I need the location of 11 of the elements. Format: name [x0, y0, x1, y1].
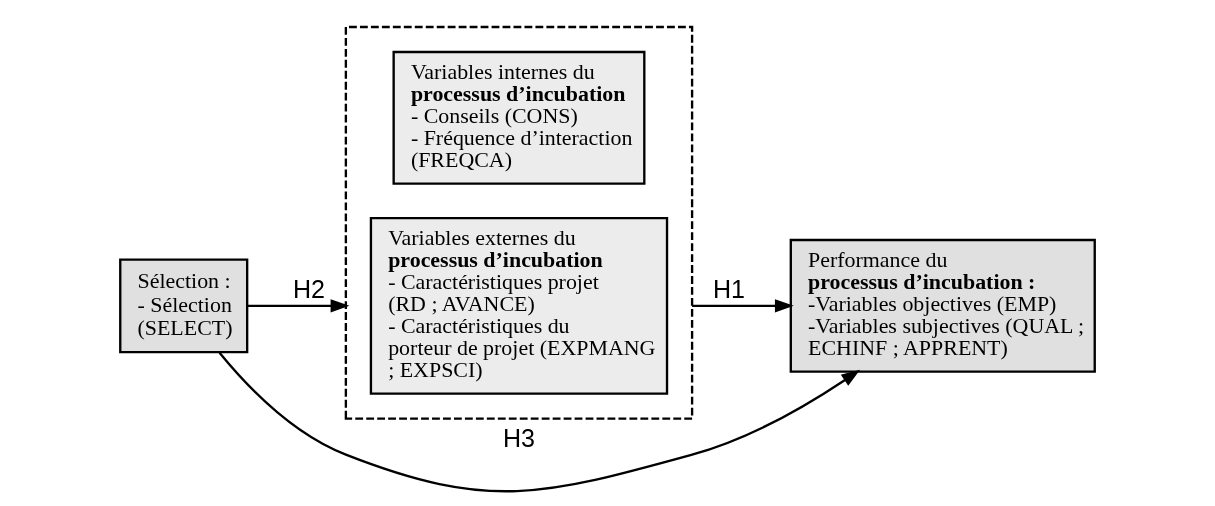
arrow: [218, 351, 861, 493]
node-box: Performance du processus d’incubation : -Variables objectives (EMP) -Variables subjectives (QUAL ; ECHINF ; APPRENT): [789, 238, 1096, 373]
arrow: [692, 299, 794, 313]
edge-label: H3: [502, 423, 535, 452]
arrow: [247, 299, 350, 313]
node-box: Variables internes du processus d’incubation - Conseils (CONS) - Fréquence d’interaction (FREQCA): [392, 50, 646, 185]
cluster: [344, 25, 694, 420]
edge-label: H1: [712, 274, 745, 303]
node-box: Variables externes du processus d’incubation - Caractéristiques projet (RD ; AVANCE) - Caractéristiques du porteur de projet (EXPMANG ; EXPSCI): [369, 216, 669, 395]
edge-label: H2: [293, 274, 326, 303]
node-box: Sélection : - Sélection (SELECT): [119, 258, 249, 354]
